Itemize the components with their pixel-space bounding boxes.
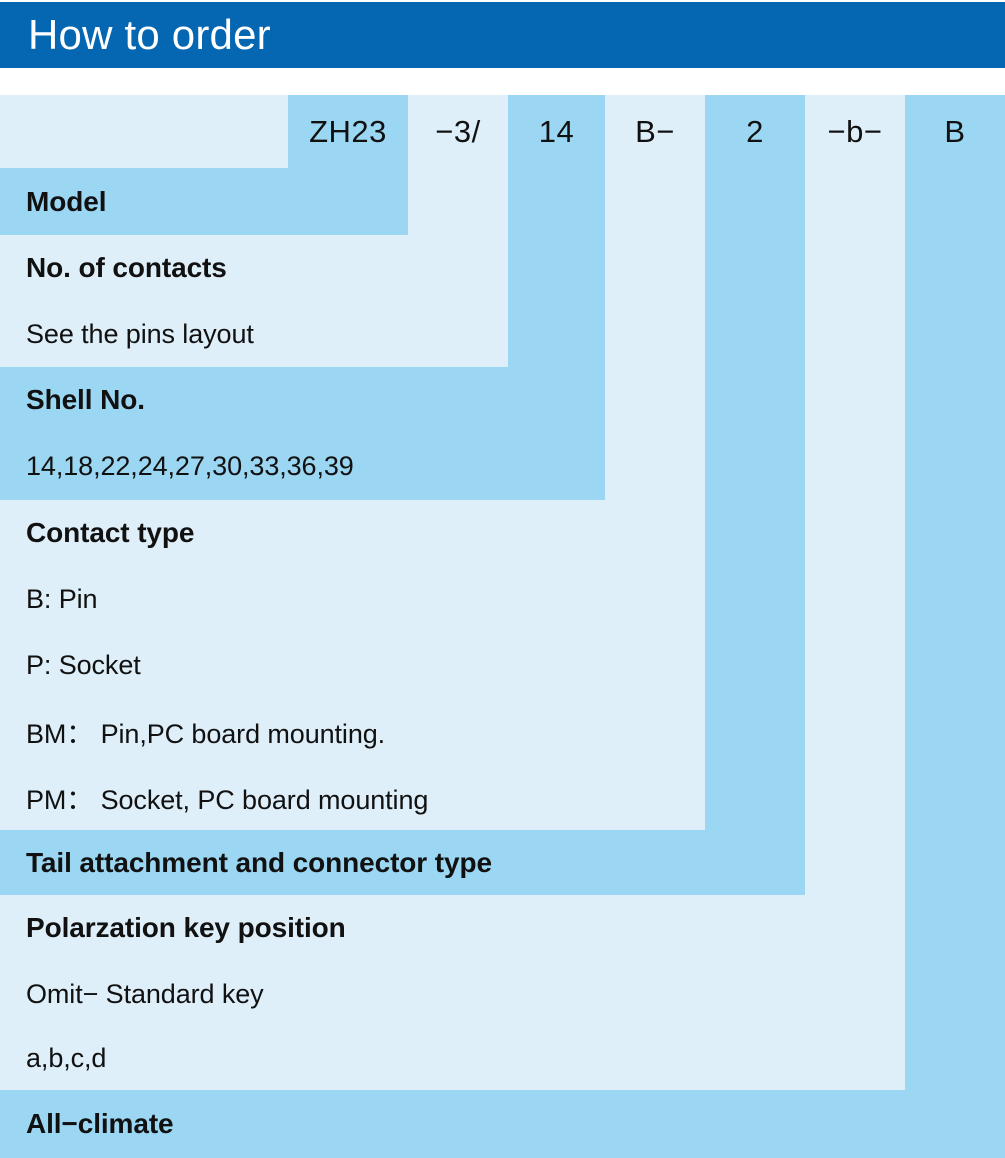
order-row: BM： Pin,PC board mounting. bbox=[0, 698, 705, 764]
header-bar: How to order bbox=[0, 2, 1005, 68]
order-row-label: Contact type bbox=[26, 517, 195, 548]
order-row-label: No. of contacts bbox=[26, 252, 227, 283]
code-segment-5: 2 bbox=[705, 95, 805, 168]
order-row-label: B: Pin bbox=[26, 583, 98, 614]
order-row: No. of contacts bbox=[0, 235, 508, 301]
order-row: Polarzation key position bbox=[0, 895, 905, 961]
order-row: P: Socket bbox=[0, 632, 705, 698]
order-row: B: Pin bbox=[0, 566, 705, 632]
order-row: See the pins layout bbox=[0, 301, 508, 367]
order-row: Omit− Standard key bbox=[0, 961, 905, 1027]
column-stripe-7 bbox=[905, 95, 1005, 1158]
code-segment-1: ZH23 bbox=[288, 95, 408, 168]
code-segment-blank bbox=[0, 95, 288, 168]
order-row-label: All−climate bbox=[26, 1108, 174, 1139]
page-title: How to order bbox=[28, 11, 271, 58]
order-row: Tail attachment and connector type bbox=[0, 830, 805, 895]
order-row: All−climate bbox=[0, 1090, 1005, 1158]
order-row-label: 14,18,22,24,27,30,33,36,39 bbox=[26, 451, 354, 481]
order-row-label: Tail attachment and connector type bbox=[26, 846, 492, 878]
code-segment-3: 14 bbox=[508, 95, 605, 168]
order-row: a,b,c,d bbox=[0, 1027, 905, 1090]
code-segment-4: B− bbox=[605, 95, 705, 168]
order-row: Model bbox=[0, 168, 408, 235]
order-row-label: PM： Socket, PC board mounting bbox=[26, 784, 429, 815]
order-row: 14,18,22,24,27,30,33,36,39 bbox=[0, 433, 605, 500]
code-segment-2: −3/ bbox=[408, 95, 508, 168]
order-row: PM： Socket, PC board mounting bbox=[0, 764, 705, 830]
order-row-label: See the pins layout bbox=[26, 318, 254, 349]
order-row-label: Shell No. bbox=[26, 384, 145, 415]
order-row-label: a,b,c,d bbox=[26, 1043, 107, 1073]
code-segment-7: B bbox=[905, 95, 1005, 168]
order-row-label: Polarzation key position bbox=[26, 912, 346, 943]
order-row: Shell No. bbox=[0, 367, 605, 433]
order-row-label: P: Socket bbox=[26, 649, 141, 680]
order-row: Contact type bbox=[0, 500, 705, 566]
order-row-label: BM： Pin,PC board mounting. bbox=[26, 718, 386, 749]
code-segment-6: −b− bbox=[805, 95, 905, 168]
order-row-label: Omit− Standard key bbox=[26, 978, 264, 1009]
order-row-label: Model bbox=[26, 185, 107, 217]
